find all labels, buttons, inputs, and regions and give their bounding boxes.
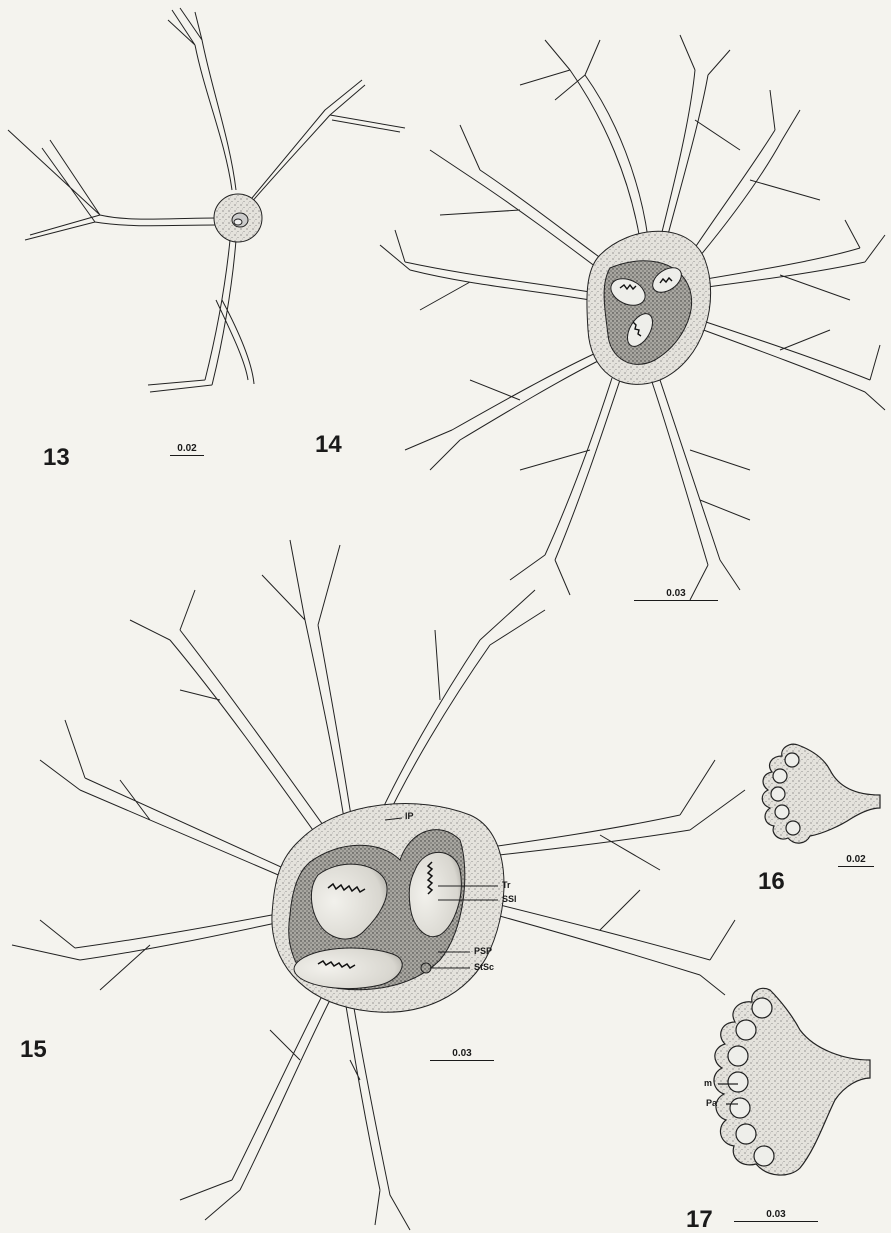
label-tr: Tr <box>502 881 511 890</box>
figure-17-drawing <box>714 988 870 1175</box>
figure-16-scale-bar: 0.02 <box>838 855 874 867</box>
figure-17-number: 17 <box>686 1208 713 1232</box>
label-stsc: StSc <box>474 963 494 972</box>
figure-15-scale-bar: 0.03 <box>430 1049 494 1061</box>
figure-16-number: 16 <box>758 870 785 894</box>
figure-13-drawing <box>8 8 405 392</box>
label-ip: IP <box>405 812 414 821</box>
fig13-processes <box>8 8 405 392</box>
figure-13-number: 13 <box>43 446 70 470</box>
label-ssl: SSl <box>502 895 517 904</box>
figure-17-scale-bar: 0.03 <box>734 1210 818 1222</box>
figure-14-number: 14 <box>315 433 342 457</box>
figure-15-number: 15 <box>20 1038 47 1062</box>
label-m: m <box>704 1079 712 1088</box>
fig15-statocyst <box>421 963 431 973</box>
fig15-lobe-bottom <box>294 948 402 988</box>
figure-16-drawing <box>762 744 880 843</box>
label-pa: Pa <box>706 1099 717 1108</box>
figure-15-drawing <box>12 540 745 1230</box>
label-psp: PSP <box>474 947 492 956</box>
figure-13-scale-bar: 0.02 <box>170 444 204 456</box>
figure-14-scale-bar: 0.03 <box>634 589 718 601</box>
figure-14-drawing <box>380 35 885 600</box>
